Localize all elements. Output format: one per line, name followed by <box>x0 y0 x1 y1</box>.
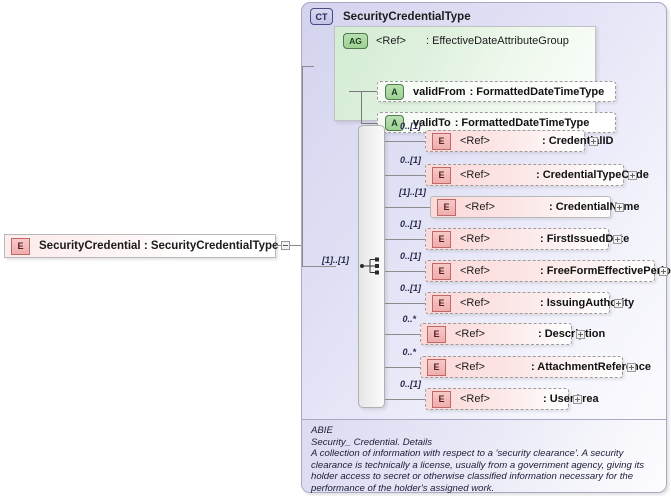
element-row[interactable]: E <Ref> : CredentialTypeCode <box>425 164 649 186</box>
element-type-label: : CredentialTypeCode <box>535 169 649 181</box>
element-icon: E <box>432 294 451 312</box>
attribute-group-box: AG <Ref> : EffectiveDateAttributeGroup A… <box>334 26 616 133</box>
element-ref-label: <Ref> <box>455 328 485 340</box>
element-cardinality: [1]..[1] <box>399 187 426 197</box>
element-cardinality: 0..[1] <box>399 155 421 165</box>
element-cardinality: 0..* <box>402 347 416 357</box>
attribute-group-type-label: : EffectiveDateAttributeGroup <box>425 35 569 47</box>
element-row[interactable]: E <Ref> : Description <box>420 323 605 345</box>
element-expand-toggle[interactable] <box>614 299 623 308</box>
attribute-name: validTo <box>413 116 451 129</box>
model-trunk-to-attribute-group <box>302 66 314 67</box>
element-type-label: : FirstIssuedDate <box>539 233 630 245</box>
attribute-icon: A <box>385 114 404 131</box>
documentation-abie: ABIE <box>311 425 333 436</box>
element-expand-toggle[interactable] <box>627 363 636 372</box>
attribute-group-ref-label: <Ref> <box>376 35 406 47</box>
attribute-tree-stub <box>349 91 361 92</box>
documentation-dictionary-entry: Security_ Credential. Details <box>311 436 433 448</box>
element-cardinality: 0..[1] <box>399 379 421 389</box>
element-icon: E <box>432 132 451 150</box>
root-collapse-toggle[interactable] <box>281 241 290 250</box>
element-row[interactable]: E <Ref> : UserArea <box>425 388 599 410</box>
model-trunk-to-sequence <box>302 266 336 267</box>
element-connector-line <box>385 399 425 400</box>
element-type-label: : CredentialName <box>548 201 640 213</box>
element-expand-toggle[interactable] <box>589 137 598 146</box>
documentation-panel: ABIE Security_ Credential. Details A col… <box>302 419 666 494</box>
element-cardinality: 0..* <box>402 314 416 324</box>
attribute-tree-branch-1 <box>361 91 377 92</box>
attribute-tree-branch-2 <box>361 123 377 124</box>
element-connector-line <box>385 334 420 335</box>
element-icon: E <box>427 358 446 376</box>
complextype-icon: CT <box>310 8 333 25</box>
element-connector-line <box>385 303 425 304</box>
root-connector-stub-left <box>276 245 281 246</box>
element-expand-toggle[interactable] <box>659 267 668 276</box>
element-connector-line <box>385 141 425 142</box>
sequence-cardinality: [1]..[1] <box>322 255 349 265</box>
element-expand-toggle[interactable] <box>628 171 637 180</box>
attribute-row-validfrom[interactable]: A validFrom : FormattedDateTimeType <box>377 81 616 102</box>
element-type-label: : IssuingAuthority <box>539 297 635 309</box>
complextype-title: SecurityCredentialType <box>343 10 471 23</box>
element-connector-line <box>385 207 430 208</box>
documentation-definition: A collection of information with respect… <box>311 448 645 494</box>
element-ref-label: <Ref> <box>460 265 490 277</box>
element-type-label: : UserArea <box>542 393 599 405</box>
element-expand-toggle[interactable] <box>576 330 585 339</box>
complextype-header: CT SecurityCredentialType <box>310 8 471 25</box>
element-connector-line <box>385 175 425 176</box>
element-icon: E <box>427 325 446 343</box>
element-ref-label: <Ref> <box>455 361 485 373</box>
attribute-tree-vertical <box>361 91 362 123</box>
root-element-box[interactable]: E SecurityCredential : SecurityCredentia… <box>4 234 279 258</box>
element-connector-line <box>385 239 425 240</box>
attribute-name: validFrom <box>413 85 466 98</box>
root-connector-stub-right <box>290 245 302 246</box>
element-ref-label: <Ref> <box>460 393 490 405</box>
element-icon: E <box>432 390 451 408</box>
attribute-row-validto[interactable]: A validTo : FormattedDateTimeType <box>377 112 616 133</box>
element-row[interactable]: E <Ref> : FirstIssuedDate <box>425 228 629 250</box>
root-element-label: SecurityCredential : SecurityCredentialT… <box>39 240 279 252</box>
element-connector-line <box>385 367 420 368</box>
element-expand-toggle[interactable] <box>573 395 582 404</box>
attribute-type: : FormattedDateTimeType <box>454 116 590 129</box>
element-type-label: : CredentialID <box>541 135 614 147</box>
element-expand-toggle[interactable] <box>615 203 624 212</box>
element-row[interactable]: E <Ref> : AttachmentReference <box>420 356 651 378</box>
element-ref-label: <Ref> <box>460 135 490 147</box>
attribute-icon: A <box>385 83 404 100</box>
element-ref-label: <Ref> <box>460 233 490 245</box>
sequence-compositor-icon <box>360 257 379 275</box>
element-cardinality: 0..[1] <box>399 219 421 229</box>
element-type-label: : FreeFormEffectivePeriod <box>539 265 671 277</box>
element-icon: E <box>432 230 451 248</box>
element-row[interactable]: E <Ref> : CredentialID <box>425 130 613 152</box>
element-ref-label: <Ref> <box>460 297 490 309</box>
element-cardinality: 0..[1] <box>399 121 421 131</box>
attribute-group-icon: AG <box>343 33 368 49</box>
attribute-group-header[interactable]: AG <Ref> : EffectiveDateAttributeGroup <box>343 33 569 49</box>
element-expand-toggle[interactable] <box>613 235 622 244</box>
element-icon: E <box>437 198 456 216</box>
element-cardinality: 0..[1] <box>399 251 421 261</box>
element-ref-label: <Ref> <box>460 169 490 181</box>
model-trunk-vertical <box>302 66 303 266</box>
element-icon: E <box>432 166 451 184</box>
element-icon: E <box>432 262 451 280</box>
element-row[interactable]: E <Ref> : IssuingAuthority <box>425 292 634 314</box>
element-icon: E <box>11 237 30 255</box>
element-row[interactable]: E <Ref> : CredentialName <box>430 196 639 218</box>
attribute-type: : FormattedDateTimeType <box>469 85 605 98</box>
element-type-label: : AttachmentReference <box>530 361 651 373</box>
element-row[interactable]: E <Ref> : FreeFormEffectivePeriod <box>425 260 671 282</box>
element-type-label: : Description <box>537 328 606 340</box>
element-cardinality: 0..[1] <box>399 283 421 293</box>
element-connector-line <box>385 271 425 272</box>
element-ref-label: <Ref> <box>465 201 495 213</box>
